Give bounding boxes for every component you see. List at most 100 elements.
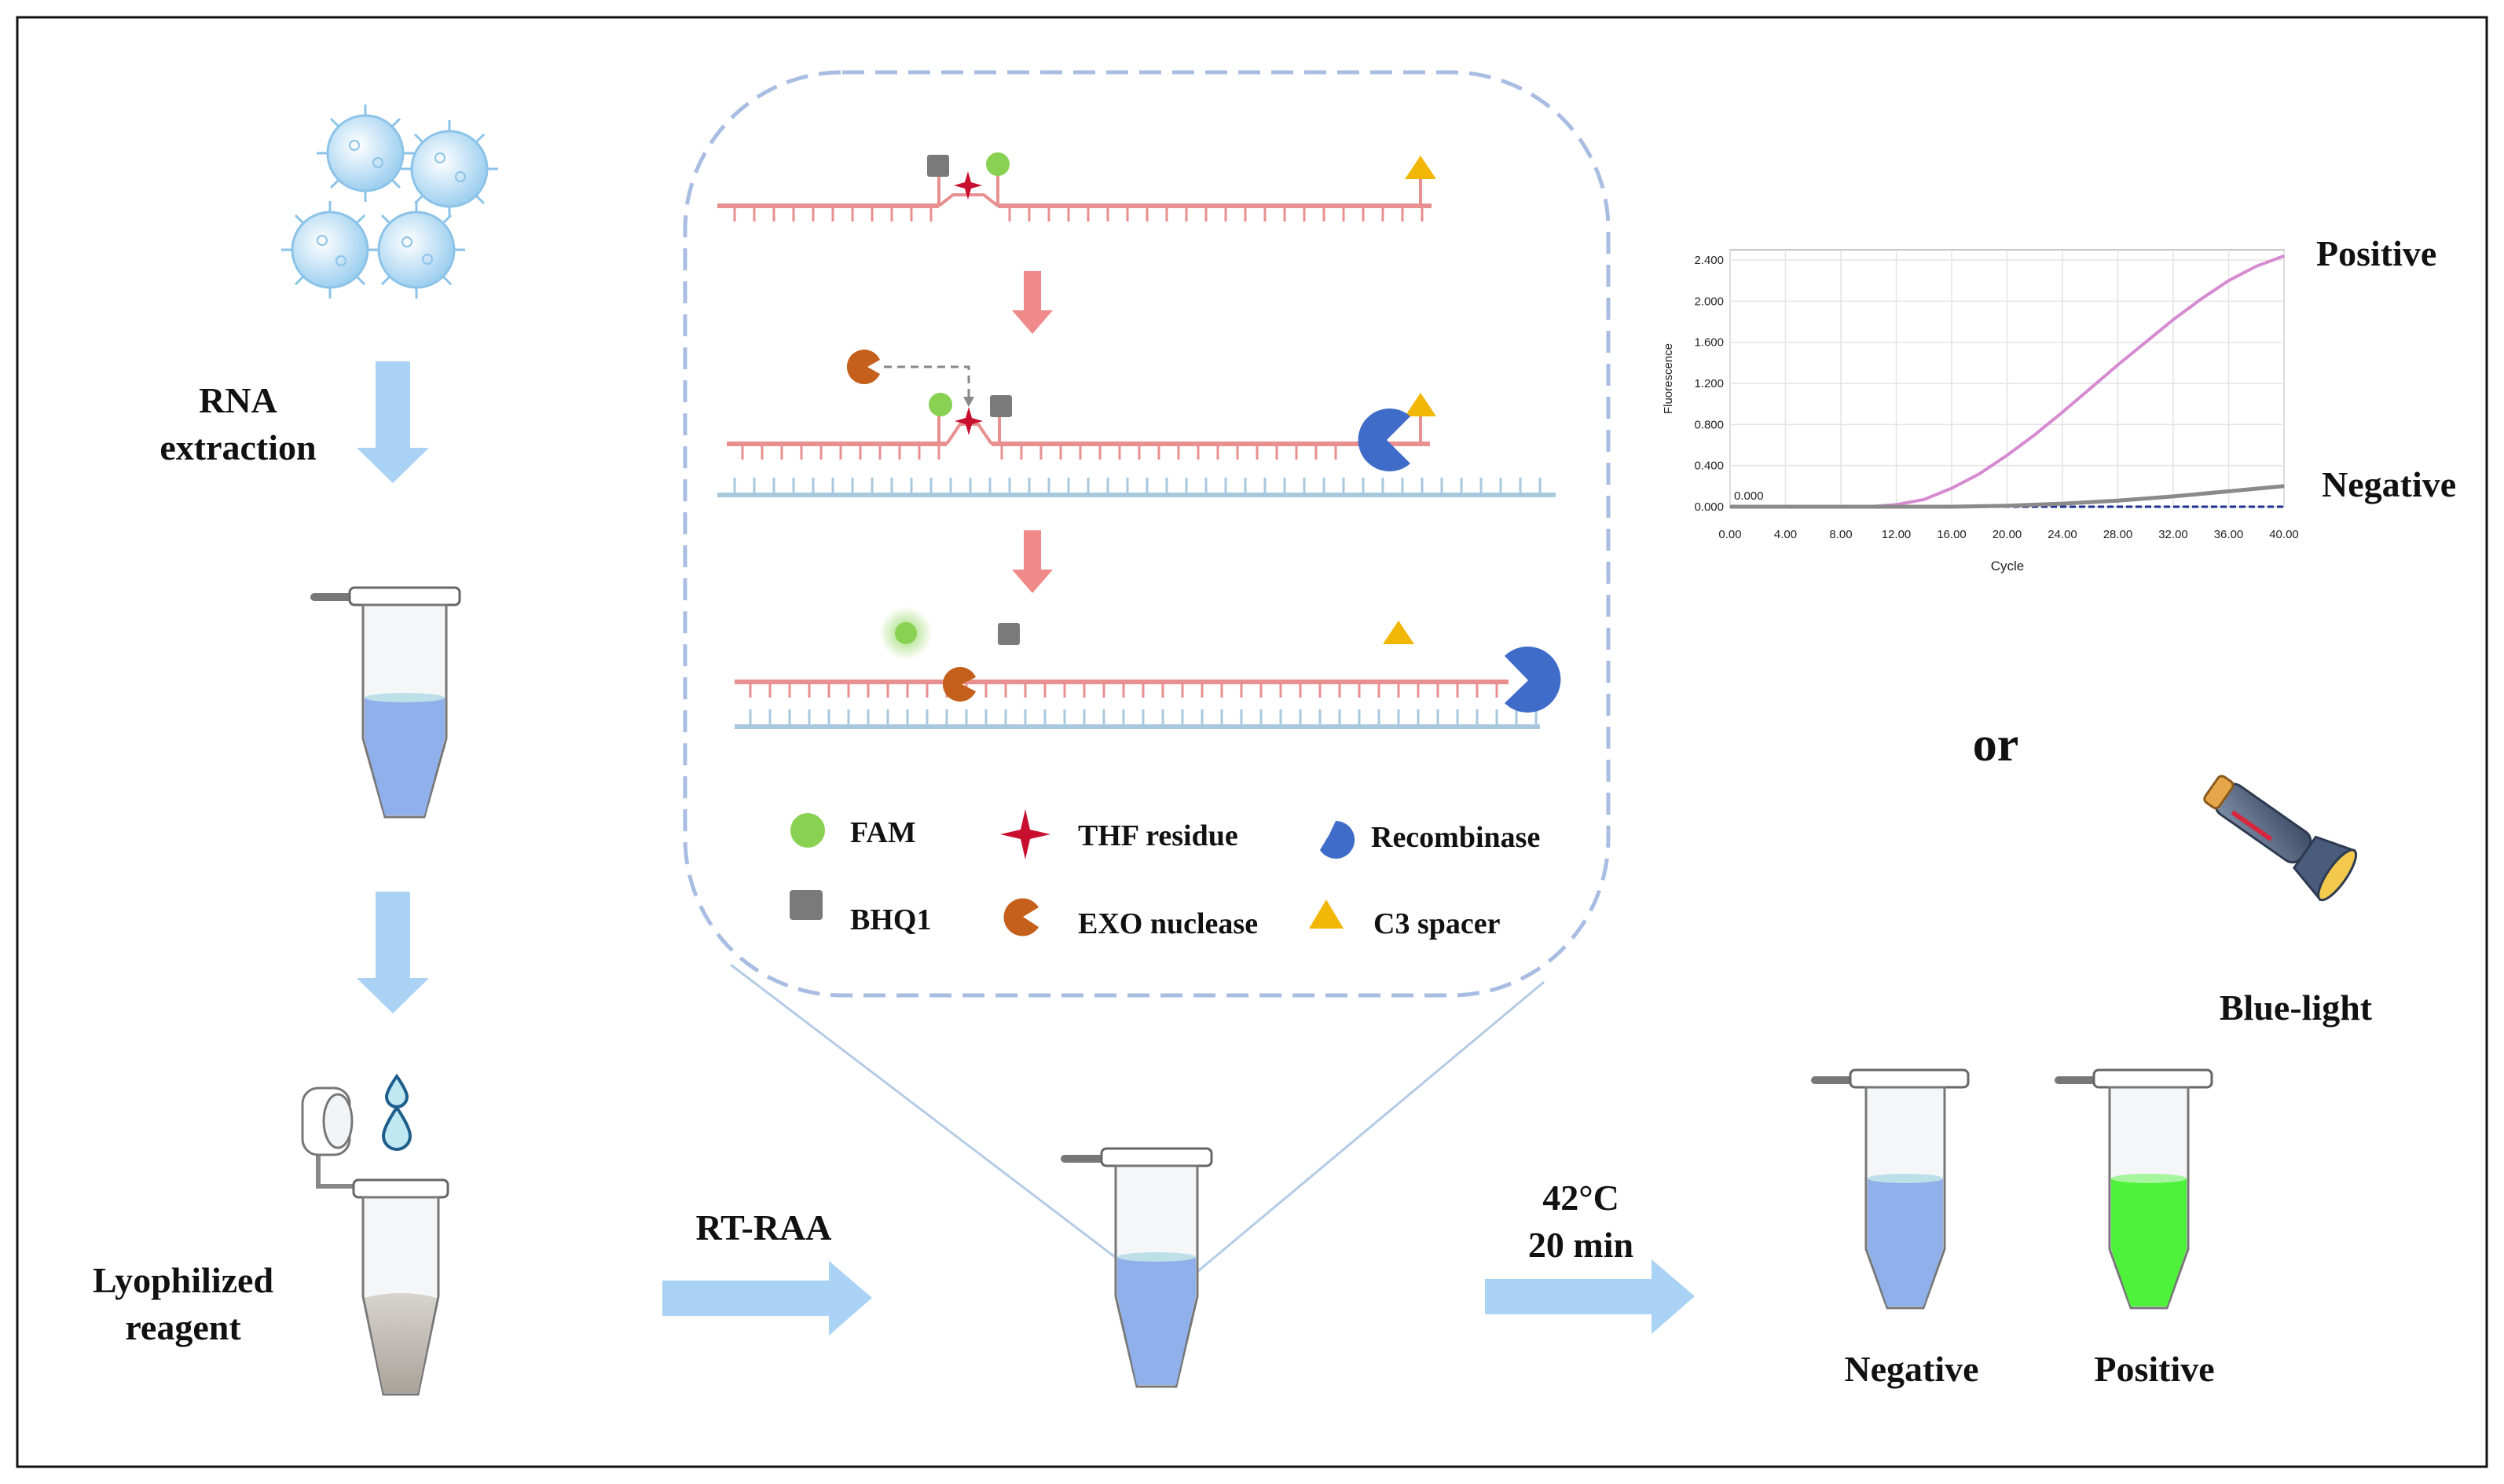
chart-xtick-label: 8.00	[1829, 528, 1852, 541]
rt-raa-label: RT-RAA	[695, 1207, 831, 1248]
tube-positive-label: Positive	[2094, 1349, 2214, 1389]
chart-point-negative	[1840, 506, 1842, 507]
tube-negative	[1811, 1068, 1970, 1310]
virus-icon	[281, 201, 379, 299]
virus-icon	[317, 104, 414, 202]
chart-point-positive	[2283, 255, 2285, 257]
recombinase-icon	[1505, 646, 1561, 713]
chart-ytick-label: 2.000	[1694, 295, 1724, 308]
c3-spacer	[1405, 156, 1436, 179]
flashlight-icon	[2203, 775, 2358, 902]
legend-exo-icon	[1003, 898, 1039, 936]
chart-ytick-label: 0.400	[1694, 460, 1724, 473]
virus-cluster	[281, 104, 498, 299]
legend-positive-label: Positive	[2316, 233, 2436, 273]
chart-point-positive	[2144, 341, 2147, 343]
bhq1-quencher	[990, 395, 1012, 417]
chart-xtick-label: 0.00	[1718, 528, 1741, 541]
bhq1-quencher	[998, 623, 1020, 645]
legend-negative-label: Negative	[2322, 464, 2456, 504]
chart-point-negative	[1784, 506, 1787, 507]
fam-fluorophore	[929, 393, 952, 416]
legend-recombinase-icon	[1320, 820, 1355, 859]
chart-xtick-label: 28.00	[2103, 528, 2133, 541]
rna-extraction-label: RNA	[199, 380, 277, 420]
exo-nuclease-icon	[942, 667, 976, 702]
tube-sample	[310, 586, 461, 819]
legend-bhq1-label: BHQ1	[850, 903, 931, 936]
chart-ytick-label: 1.600	[1694, 336, 1724, 350]
temperature-label: 42°C	[1542, 1178, 1619, 1218]
target-strand-step2	[717, 478, 1556, 497]
chart-point-positive	[1978, 473, 1981, 475]
zoom-line	[730, 963, 1138, 1276]
tube-negative-label: Negative	[1844, 1349, 1978, 1389]
bhq1-quencher	[927, 155, 949, 177]
chart-point-positive	[2200, 298, 2202, 300]
legend-bhq1-icon	[790, 890, 823, 920]
chart-point-positive	[1923, 499, 1925, 500]
blue-light-label: Blue-light	[2220, 988, 2373, 1028]
chart-point-positive	[2033, 434, 2036, 436]
droplet-icon	[381, 1073, 412, 1151]
chart-ytick-label: 0.000	[1694, 500, 1724, 514]
chart-point-positive	[2006, 454, 2008, 456]
virus-icon	[368, 201, 465, 299]
right-arrow	[1485, 1259, 1695, 1334]
fam-fluorophore	[986, 152, 1010, 176]
lyophilized-label: Lyophilized	[93, 1260, 273, 1300]
mechanism-panel	[683, 70, 1611, 998]
down-arrow-red	[1012, 530, 1053, 593]
legend: FAM THF residue Recombinase BHQ1 EXO nuc…	[790, 809, 1540, 940]
chart-point-positive	[1951, 487, 1952, 489]
lyophilized-label: reagent	[125, 1307, 241, 1347]
chart-point-negative	[2227, 490, 2230, 493]
chart-point-positive	[2255, 266, 2257, 267]
chart-ytick-label: 2.400	[1694, 254, 1724, 267]
chart-point-positive	[2062, 411, 2063, 413]
exo-approach	[846, 350, 974, 407]
target-strand-step3	[735, 709, 1540, 729]
chart-ytick-label: 0.800	[1694, 418, 1724, 431]
chart-ylabel: Fluorescence	[1662, 343, 1675, 414]
rna-extraction-label: extraction	[159, 427, 316, 467]
chart-point-negative	[1895, 506, 1897, 507]
chart-xlabel: Cycle	[1991, 559, 2025, 573]
right-arrow	[662, 1261, 872, 1336]
chart-xtick-label: 40.00	[2269, 528, 2299, 541]
chart-point-positive	[2227, 280, 2230, 282]
chart-ytick-label: 1.200	[1694, 377, 1724, 390]
down-arrow	[357, 892, 429, 1013]
tube-positive	[2055, 1068, 2213, 1310]
chart-xtick-label: 32.00	[2158, 528, 2188, 541]
or-label: or	[1973, 718, 2019, 771]
chart-threshold-label: 0.000	[1734, 489, 1764, 503]
recombinase-icon	[1358, 409, 1410, 471]
thf-residue	[955, 407, 983, 435]
legend-thf-label: THF residue	[1078, 819, 1238, 852]
virus-icon	[401, 120, 498, 218]
legend-exo-label: EXO nuclease	[1078, 907, 1258, 940]
down-arrow	[357, 361, 429, 483]
chart-point-negative	[2006, 504, 2008, 507]
chart-point-negative	[2062, 503, 2063, 504]
probe-strand-step3	[735, 680, 1509, 698]
zoom-line	[1193, 980, 1545, 1276]
probe-strand-step2	[727, 415, 1430, 460]
legend-recombinase-label: Recombinase	[1371, 821, 1540, 854]
c3-spacer	[1405, 393, 1436, 416]
chart-point-positive	[2089, 387, 2092, 390]
chart-point-negative	[2172, 496, 2174, 497]
chart-point-negative	[2283, 486, 2285, 487]
chart-xtick-label: 4.00	[1774, 528, 1797, 541]
chart-point-negative	[1951, 506, 1952, 507]
c3-spacer	[1383, 621, 1414, 644]
chart-xtick-label: 20.00	[1993, 528, 2022, 541]
chart-point-negative	[2117, 500, 2119, 501]
legend-fam-icon	[790, 813, 825, 848]
duration-label: 20 min	[1528, 1225, 1633, 1265]
legend-c3-icon	[1309, 900, 1344, 929]
legend-fam-label: FAM	[850, 816, 916, 849]
